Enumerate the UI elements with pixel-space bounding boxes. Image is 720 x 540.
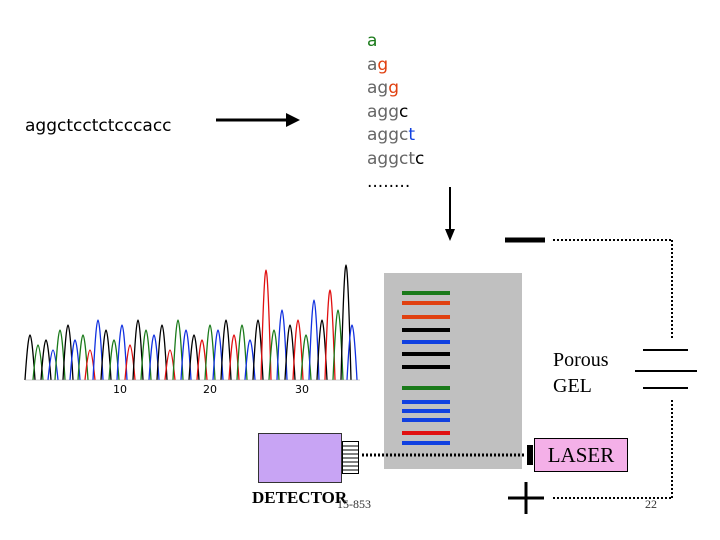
fragment-3: agg xyxy=(367,78,400,98)
gel-label: Porous GEL xyxy=(553,347,609,399)
trace-peak xyxy=(69,339,81,381)
tick-label-10: 10 xyxy=(113,383,127,396)
input-sequence: aggctcctctcccacc xyxy=(25,116,172,136)
trace-peak xyxy=(24,334,36,381)
trace-peak xyxy=(204,324,216,381)
tick-label-30: 30 xyxy=(295,383,309,396)
trace-peak xyxy=(77,334,89,381)
trace-peak xyxy=(332,309,344,381)
gel-bands xyxy=(402,291,450,445)
fragment-1: a xyxy=(367,31,378,51)
trace-peak xyxy=(108,339,120,381)
trace-peak xyxy=(196,339,208,381)
fragment-more: ........ xyxy=(367,172,411,192)
trace-peak xyxy=(132,319,144,381)
fragment-4: aggc xyxy=(367,101,409,122)
fragment-2: ag xyxy=(367,54,389,75)
trace-peak xyxy=(188,334,200,381)
trace-peak xyxy=(116,324,128,381)
trace-peak xyxy=(346,324,358,381)
trace-peak xyxy=(100,329,112,381)
trace-peak xyxy=(156,324,168,381)
chromatogram-traces xyxy=(24,264,358,381)
trace-peak xyxy=(32,344,44,381)
fragment-6: aggctc xyxy=(367,148,425,169)
detector-box xyxy=(258,433,342,483)
gel-label-line2: GEL xyxy=(553,375,592,397)
circuit xyxy=(505,237,697,514)
laser-emitter xyxy=(527,445,533,465)
fragment-5: aggct xyxy=(367,125,416,145)
trace-peak xyxy=(220,319,232,381)
trace-peak xyxy=(236,324,248,381)
trace-peak xyxy=(228,334,240,381)
trace-peak xyxy=(244,339,256,381)
detector-label: DETECTOR xyxy=(252,488,348,507)
trace-peak xyxy=(212,329,224,381)
trace-peak xyxy=(40,339,52,381)
detector-sensor xyxy=(342,441,359,474)
trace-peak xyxy=(316,319,328,381)
sequencing-arrow xyxy=(216,113,300,127)
gel-slab xyxy=(384,273,522,469)
trace-peak xyxy=(340,264,352,381)
trace-peak xyxy=(62,324,74,381)
tick-label-20: 20 xyxy=(203,383,217,396)
trace-peak xyxy=(148,334,160,381)
fragment-ladder: a ag agg aggc aggct aggctc ........ xyxy=(367,30,424,195)
trace-peak xyxy=(284,324,296,381)
trace-peak xyxy=(260,269,272,381)
chromatogram: 10 20 30 xyxy=(24,264,360,396)
page-number: 22 xyxy=(645,497,657,511)
gel-label-line1: Porous xyxy=(553,349,609,371)
course-code: 15-853 xyxy=(337,497,371,511)
trace-peak xyxy=(92,319,104,381)
trace-peak xyxy=(140,329,152,381)
trace-peak xyxy=(172,319,184,381)
laser-beam xyxy=(362,453,526,457)
trace-peak xyxy=(324,289,336,381)
trace-peak xyxy=(308,299,320,381)
trace-peak xyxy=(268,329,280,381)
laser-box: LASER xyxy=(534,438,628,472)
trace-peak xyxy=(292,319,304,381)
down-arrow xyxy=(445,187,455,241)
trace-peak xyxy=(180,329,192,381)
trace-peak xyxy=(276,309,288,381)
trace-peak xyxy=(54,329,66,381)
